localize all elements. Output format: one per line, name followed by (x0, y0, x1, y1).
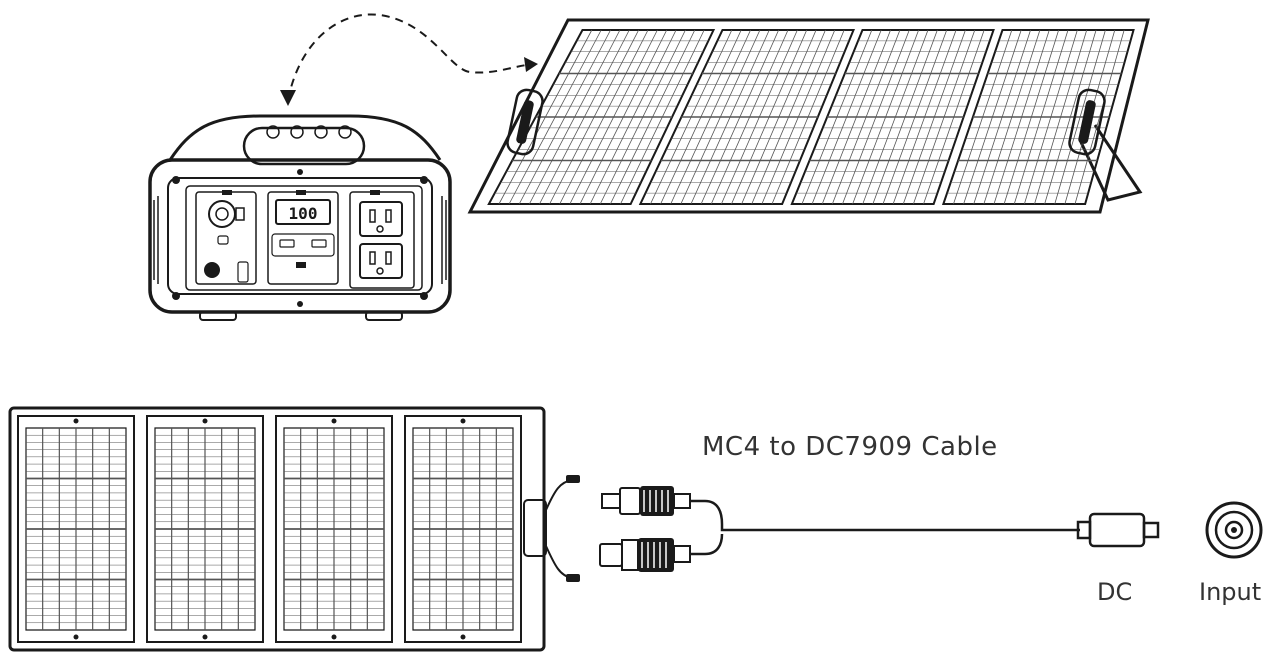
power-station: 100 (148, 114, 452, 321)
dc-plug (1076, 512, 1160, 548)
solar-panel-flat (8, 406, 580, 652)
mc4-dc7909-cable (599, 486, 1263, 572)
solar-panel-section (638, 29, 856, 205)
cable-label: MC4 to DC7909 Cable (702, 432, 998, 462)
flat-panel-section (146, 415, 264, 643)
dc-label: DC (1097, 578, 1133, 606)
solar-panel-sections (487, 29, 1135, 205)
mc4-connector-positive (601, 486, 691, 516)
input-label: Input (1199, 578, 1262, 606)
dc-input-port (1205, 501, 1263, 559)
dashed-connection-arrow (280, 13, 538, 106)
solar-panel-section (941, 29, 1135, 205)
solar-panel-section (487, 29, 716, 205)
flat-panel-section (275, 415, 393, 643)
flat-panel-section (404, 415, 522, 643)
solar-panel-standing (467, 18, 1150, 214)
mc4-connector-negative (599, 538, 691, 572)
flat-panel-sections (17, 415, 522, 643)
lcd-readout: 100 (289, 204, 318, 223)
solar-panel-section (790, 29, 995, 205)
flat-panel-section (17, 415, 135, 643)
